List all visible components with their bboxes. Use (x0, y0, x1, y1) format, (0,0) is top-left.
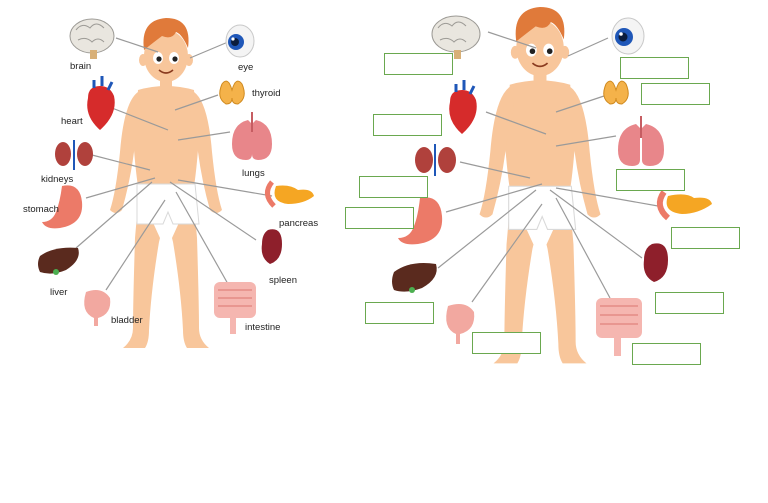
bladder-icon (446, 304, 475, 344)
boy-underwear (508, 185, 577, 230)
answer-box-spleen[interactable] (655, 292, 724, 314)
boy-pupil (156, 56, 162, 62)
heart-icon (87, 76, 115, 130)
label-liver: liver (50, 287, 68, 298)
boy-eye (543, 43, 555, 57)
intestine-icon (214, 282, 256, 334)
boy-ear (560, 45, 570, 59)
answer-box-eye[interactable] (620, 57, 689, 79)
boy-mouth (531, 62, 549, 68)
thyroid-icon (219, 80, 245, 105)
heart-icon (449, 80, 477, 134)
thyroid-icon (603, 80, 629, 105)
label-eye: eye (238, 62, 254, 73)
boy-ear (510, 45, 520, 59)
boy-hair (515, 6, 565, 42)
label-stomach: stomach (23, 204, 59, 215)
pancreas-icon (656, 190, 712, 221)
boy-arm (565, 86, 601, 218)
answer-box-bladder[interactable] (472, 332, 541, 354)
label-bladder: bladder (111, 315, 143, 326)
eye-icon (225, 24, 255, 58)
boy-leg (172, 192, 209, 348)
label-brain: brain (70, 61, 92, 72)
answer-box-brain[interactable] (384, 53, 453, 75)
lungs-icon (618, 116, 664, 166)
bladder-icon (84, 290, 111, 326)
boy-figure (110, 18, 222, 348)
brain-icon (69, 18, 115, 59)
label-heart: heart (61, 116, 83, 127)
label-kidneys: kidneys (41, 174, 74, 185)
boy-torso (505, 80, 575, 189)
boy-arm (479, 86, 515, 218)
stomach-icon (42, 185, 83, 229)
label-pancreas: pancreas (279, 218, 319, 229)
answer-box-pancreas[interactable] (671, 227, 740, 249)
eye-icon (611, 17, 645, 55)
answer-box-stomach[interactable] (345, 207, 414, 229)
pointer-lines (75, 37, 273, 291)
label-spleen: spleen (269, 275, 297, 286)
boy-pupil (546, 48, 553, 55)
liver-icon (38, 247, 79, 275)
boy-arm (110, 92, 142, 213)
boy-figure (479, 6, 601, 364)
label-thyroid: thyroid (252, 88, 281, 99)
boy-ear (139, 54, 147, 66)
kidneys-icon (415, 144, 456, 176)
answer-box-heart[interactable] (373, 114, 442, 136)
boy-leg (123, 192, 160, 348)
boy-underwear (136, 183, 200, 225)
answer-box-kidneys[interactable] (359, 176, 428, 198)
boy-leg (546, 194, 587, 364)
boy-torso (134, 86, 198, 186)
answer-box-thyroid[interactable] (641, 83, 710, 105)
lungs-icon (232, 112, 272, 160)
spleen-icon (261, 229, 282, 264)
labeled-body-diagram (38, 18, 314, 348)
pancreas-icon (265, 180, 314, 208)
boy-pupil (172, 56, 178, 62)
label-intestine: intestine (245, 322, 281, 333)
boy-ear (185, 54, 193, 66)
kidneys-icon (55, 140, 93, 170)
answer-box-liver[interactable] (365, 302, 434, 324)
boy-neck (533, 73, 547, 85)
boy-neck (160, 80, 172, 90)
label-lungs: lungs (242, 168, 265, 179)
liver-icon (392, 263, 437, 293)
spleen-icon (643, 243, 668, 282)
boy-head (516, 19, 564, 77)
answer-box-lungs[interactable] (616, 169, 685, 191)
boy-mouth (158, 69, 174, 74)
boy-arm (190, 92, 222, 213)
answer-box-intestine[interactable] (632, 343, 701, 365)
boy-head (144, 30, 188, 82)
boy-pupil (529, 48, 536, 55)
boy-hair (143, 18, 189, 50)
boy-eye (525, 43, 537, 57)
